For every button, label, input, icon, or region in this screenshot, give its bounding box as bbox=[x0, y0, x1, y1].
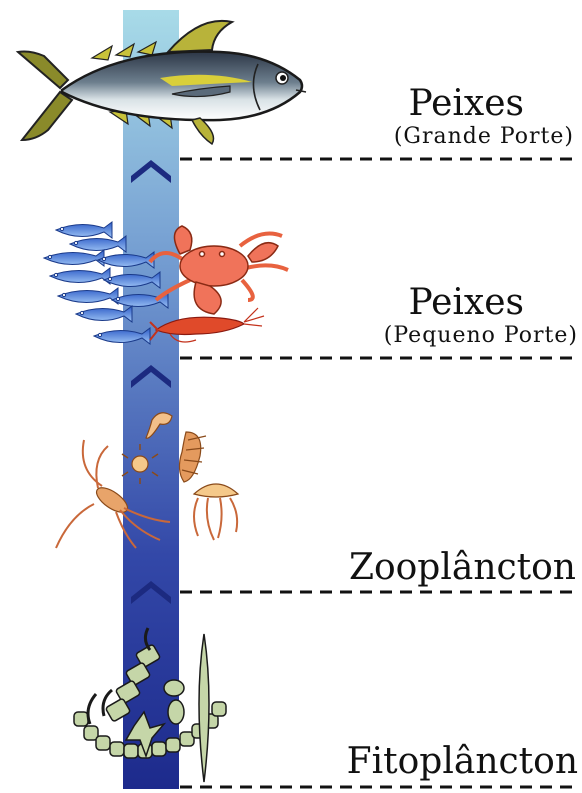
level-sublabel-large-fish: (Grande Porte) bbox=[394, 126, 574, 148]
level-sublabel-small-fish: (Pequeno Porte) bbox=[384, 325, 578, 347]
level-label-small-fish: Peixes bbox=[408, 285, 524, 321]
level-label-zooplankton: Zooplâncton bbox=[349, 550, 576, 586]
level-label-phytoplankton: Fitoplâncton bbox=[347, 744, 578, 780]
level-label-large-fish: Peixes bbox=[408, 86, 524, 122]
